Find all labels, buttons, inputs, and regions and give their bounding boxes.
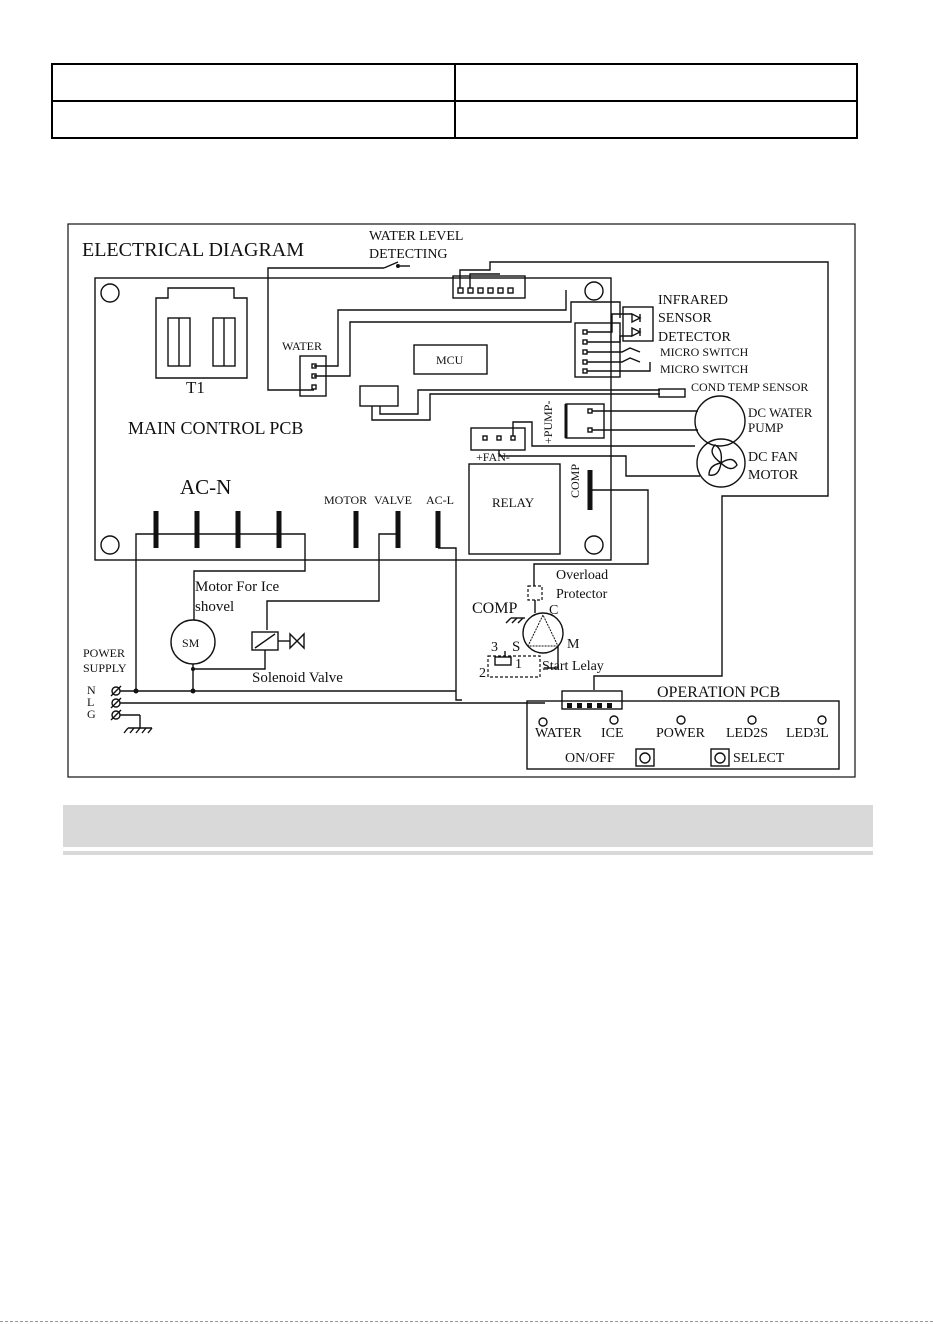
power-g-label: G bbox=[87, 707, 96, 721]
fan-connector bbox=[470, 427, 526, 451]
power-n-label: N bbox=[87, 683, 96, 697]
compressor-icon bbox=[522, 612, 564, 654]
mount-hole-icon bbox=[100, 535, 120, 555]
ice-led-icon bbox=[609, 715, 619, 725]
table-cell bbox=[453, 100, 858, 139]
led-ice-label: ICE bbox=[601, 726, 624, 741]
infrared-label-2: SENSOR bbox=[658, 311, 712, 326]
start-relay-label: Start Lelay bbox=[542, 659, 604, 674]
ac-n-terminals bbox=[153, 511, 282, 548]
water-level-label-1: WATER LEVEL bbox=[369, 229, 463, 244]
transformer-label: T1 bbox=[186, 378, 205, 397]
relay-label: RELAY bbox=[492, 495, 535, 510]
select-button-icon bbox=[710, 748, 730, 767]
comp-m-label: M bbox=[567, 637, 580, 652]
diagram-frame bbox=[67, 223, 856, 778]
led-2s-label: LED2S bbox=[726, 726, 768, 741]
ac-n-label: AC-N bbox=[180, 475, 231, 499]
mount-hole-icon bbox=[584, 281, 604, 301]
header-table bbox=[51, 63, 858, 139]
select-label: SELECT bbox=[733, 751, 785, 766]
mcu-chip bbox=[413, 344, 488, 375]
micro-switch-label-2: MICRO SWITCH bbox=[660, 362, 749, 376]
dc-water-pump-icon bbox=[694, 395, 746, 447]
mount-hole-icon bbox=[100, 283, 120, 303]
valve-terminal-label: VALVE bbox=[374, 493, 412, 507]
pump-connector-label: +PUMP- bbox=[541, 401, 555, 444]
top-connector bbox=[452, 275, 526, 299]
main-pcb-label: MAIN CONTROL PCB bbox=[128, 418, 303, 438]
overload-protector-icon bbox=[527, 585, 543, 601]
infrared-sensor-icon bbox=[622, 306, 654, 342]
pump-connector bbox=[565, 403, 605, 439]
ice-motor-label-1: Motor For Ice bbox=[195, 579, 279, 595]
led2s-icon bbox=[747, 715, 757, 725]
on-off-label: ON/OFF bbox=[565, 751, 615, 766]
comp-terminal-label: COMP bbox=[568, 464, 582, 498]
section-heading-bar bbox=[63, 805, 873, 847]
motor-terminal-label: MOTOR bbox=[324, 493, 367, 507]
solenoid-valve-label: Solenoid Valve bbox=[252, 670, 343, 686]
fan-connector-label: +FAN- bbox=[476, 450, 510, 464]
dc-fan-motor-icon bbox=[696, 438, 746, 488]
table-cell bbox=[453, 63, 858, 102]
cond-temp-sensor-icon bbox=[658, 388, 686, 398]
power-led-icon bbox=[676, 715, 686, 725]
operation-pcb-board bbox=[526, 700, 840, 770]
power-terminals-icon bbox=[110, 685, 122, 721]
page-bottom-rule bbox=[0, 1321, 933, 1323]
water-level-switch-icon bbox=[280, 261, 410, 269]
power-supply-label-2: SUPPLY bbox=[83, 661, 127, 675]
operation-connector bbox=[561, 690, 623, 710]
mcu-label: MCU bbox=[436, 353, 464, 367]
led-water-label: WATER bbox=[535, 726, 582, 741]
led3l-icon bbox=[817, 715, 827, 725]
led-3l-label: LED3L bbox=[786, 726, 829, 741]
dc-water-pump-label-1: DC WATER bbox=[748, 405, 813, 420]
dc-fan-motor-label-2: MOTOR bbox=[748, 468, 799, 483]
comp-c-label: C bbox=[549, 603, 558, 618]
start-relay-icon bbox=[487, 655, 541, 678]
table-cell bbox=[51, 100, 456, 139]
ice-motor-label-2: shovel bbox=[195, 599, 234, 615]
mount-hole-icon bbox=[584, 535, 604, 555]
cond-temp-sensor-label: COND TEMP SENSOR bbox=[691, 380, 808, 394]
overload-label-2: Protector bbox=[556, 587, 608, 602]
ac-l-terminal-label: AC-L bbox=[426, 493, 454, 507]
table-cell bbox=[51, 63, 456, 102]
led-power-label: POWER bbox=[656, 726, 706, 741]
compressor-label: COMP bbox=[472, 600, 517, 617]
table-row bbox=[51, 63, 858, 102]
sensor-plug bbox=[359, 385, 399, 407]
infrared-label-1: INFRARED bbox=[658, 293, 728, 308]
power-supply-label-1: POWER bbox=[83, 646, 125, 660]
dc-fan-motor-label-1: DC FAN bbox=[748, 450, 798, 465]
diagram-title: ELECTRICAL DIAGRAM bbox=[82, 239, 304, 261]
sm-label: SM bbox=[182, 636, 200, 650]
section-divider bbox=[63, 851, 873, 855]
table-row bbox=[51, 100, 858, 139]
dc-water-pump-label-2: PUMP bbox=[748, 420, 783, 435]
relay-2-label: 2 bbox=[479, 666, 486, 681]
micro-switch-label-1: MICRO SWITCH bbox=[660, 345, 749, 359]
relay-box bbox=[468, 463, 561, 555]
infrared-label-3: DETECTOR bbox=[658, 330, 732, 345]
overload-label-1: Overload bbox=[556, 568, 608, 583]
relay-1-label: 1 bbox=[515, 657, 522, 672]
main-control-pcb-board bbox=[94, 277, 612, 561]
sensor-connector bbox=[574, 322, 621, 378]
relay-3-label: 3 bbox=[491, 640, 498, 655]
water-led-icon bbox=[538, 717, 548, 727]
on-off-button-icon bbox=[635, 748, 655, 767]
transformer-icon bbox=[155, 287, 248, 379]
water-level-label-2: DETECTING bbox=[369, 247, 448, 262]
water-connector-label: WATER bbox=[282, 339, 322, 353]
comp-s-label: S bbox=[512, 639, 520, 655]
power-l-label: L bbox=[87, 695, 94, 709]
operation-pcb-label: OPERATION PCB bbox=[657, 684, 780, 701]
